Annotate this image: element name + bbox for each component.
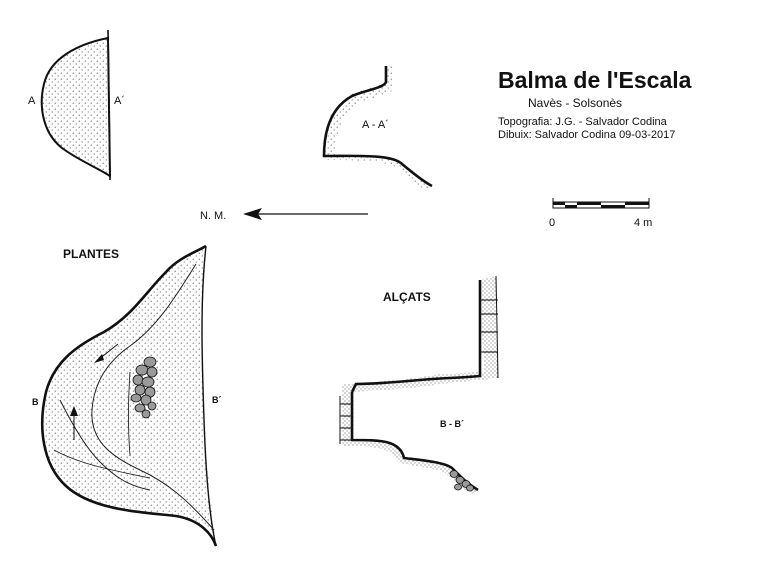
drawing-title: Balma de l'Escala [498,67,692,93]
credits-dibuix: Dibuix: Salvador Codina 09-03-2017 [498,129,675,141]
label-b-right: B´ [212,395,222,405]
label-b-left: B [32,397,39,407]
scale-start-label: 0 [549,217,555,229]
plan-main [40,244,218,547]
drawing-subtitle: Navès - Solsonès [528,96,622,110]
heading-alcats: ALÇATS [383,290,431,304]
boulder-pile-profile [449,470,474,492]
north-arrow-icon [243,208,368,220]
label-a-right: A´ [114,95,125,107]
label-aa: A - A´ [362,119,389,131]
profile-section-aa [322,66,433,192]
scale-bar [552,198,650,209]
label-a-left: A [28,95,36,107]
north-label: N. M. [200,210,226,222]
profile-section-bb [339,275,499,494]
label-bb: B - B´ [440,419,464,429]
credits-topografia: Topografia: J.G. - Salvador Codina [498,116,668,128]
heading-plantes: PLANTES [63,247,119,261]
plan-section-a [40,29,112,181]
scale-end-label: 4 m [634,217,652,229]
boulder-pile-plan [130,356,158,419]
